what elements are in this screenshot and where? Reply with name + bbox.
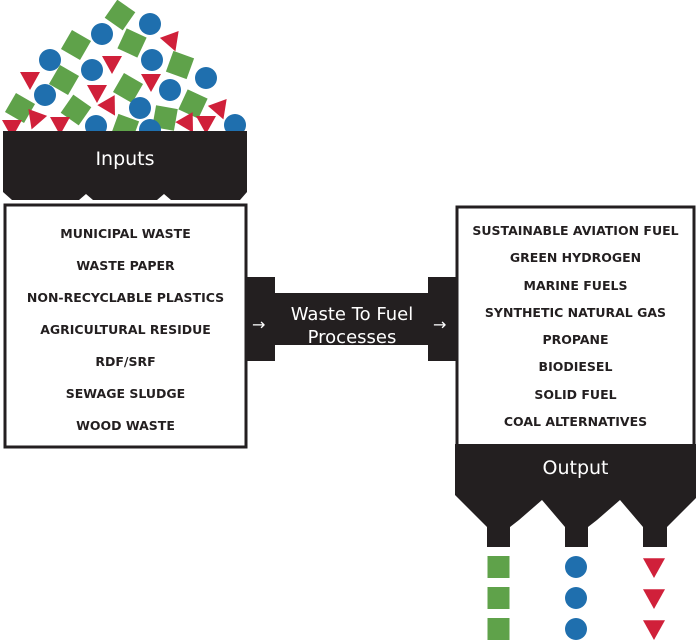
blue-circle-icon xyxy=(91,23,113,45)
red-triangle-icon xyxy=(102,56,122,74)
red-triangle-icon xyxy=(159,31,179,52)
blue-circle-icon xyxy=(39,49,61,71)
red-triangle-icon xyxy=(643,558,665,578)
blue-circle-icon xyxy=(81,59,103,81)
output-item: BIODIESEL xyxy=(538,359,613,375)
output-item: SUSTAINABLE AVIATION FUEL xyxy=(472,223,679,238)
output-item: PROPANE xyxy=(542,332,609,348)
red-triangle-icon xyxy=(643,620,665,640)
output-hopper xyxy=(455,444,696,547)
blue-circle-icon xyxy=(129,97,151,119)
input-item: SEWAGE SLUDGE xyxy=(65,386,186,401)
red-triangle-icon xyxy=(175,112,193,133)
arrow-right-icon: → xyxy=(252,315,266,334)
green-square-icon xyxy=(60,29,92,61)
inputs-title: Inputs xyxy=(95,148,155,170)
inputs-box xyxy=(3,203,248,449)
blue-circle-icon xyxy=(195,67,217,89)
output-item: COAL ALTERNATIVES xyxy=(503,414,648,430)
red-triangle-icon xyxy=(643,589,665,609)
red-triangle-icon xyxy=(207,99,227,120)
arrow-right-icon: → xyxy=(433,315,447,334)
output-item: SYNTHETIC NATURAL GAS xyxy=(484,304,667,320)
process-bar xyxy=(273,293,430,345)
red-triangle-icon xyxy=(97,95,115,116)
input-item: WOOD WASTE xyxy=(76,418,175,433)
red-triangle-icon xyxy=(20,72,40,90)
output-title: Output xyxy=(542,457,609,479)
red-triangle-icon xyxy=(141,74,161,92)
green-square-icon xyxy=(178,89,208,119)
green-square-icon xyxy=(487,556,510,578)
connector-flange-left xyxy=(245,277,275,361)
output-products xyxy=(487,556,665,640)
output-item: GREEN HYDROGEN xyxy=(509,250,642,266)
green-square-icon xyxy=(117,28,147,58)
blue-circle-icon xyxy=(141,49,163,71)
process-title: Waste To Fuel Processes xyxy=(290,304,414,348)
blue-circle-icon xyxy=(34,84,56,106)
outputs-box xyxy=(455,205,696,448)
input-hopper xyxy=(3,131,247,200)
green-square-icon xyxy=(4,92,36,124)
blue-circle-icon xyxy=(139,13,161,35)
blue-circle-icon xyxy=(224,114,246,136)
input-item: AGRICULTURAL RESIDUE xyxy=(40,322,211,337)
green-square-icon xyxy=(48,64,80,96)
connector-flange-right xyxy=(428,277,458,361)
output-item: MARINE FUELS xyxy=(523,277,628,293)
blue-circle-icon xyxy=(565,618,587,640)
input-item: RDF/SRF xyxy=(95,354,156,369)
green-square-icon xyxy=(487,618,510,640)
red-triangle-icon xyxy=(50,117,70,135)
red-triangle-icon xyxy=(87,85,107,103)
blue-circle-icon xyxy=(565,587,587,609)
red-triangle-icon xyxy=(196,116,216,134)
blue-circle-icon xyxy=(159,79,181,101)
green-square-icon xyxy=(487,587,510,609)
green-square-icon xyxy=(112,72,144,104)
green-square-icon xyxy=(104,0,136,31)
input-item: NON-RECYCLABLE PLASTICS xyxy=(26,290,225,305)
green-square-icon xyxy=(165,50,195,80)
outputs-list: SUSTAINABLE AVIATION FUEL GREEN HYDROGEN… xyxy=(457,217,694,435)
inputs-list: MUNICIPAL WASTE WASTE PAPER NON-RECYCLAB… xyxy=(5,218,246,442)
input-item: MUNICIPAL WASTE xyxy=(60,226,191,241)
output-item: SOLID FUEL xyxy=(534,386,617,402)
red-triangle-icon xyxy=(28,109,48,130)
input-material-pile xyxy=(2,0,246,143)
red-triangle-icon xyxy=(2,120,22,138)
blue-circle-icon xyxy=(565,556,587,578)
input-item: WASTE PAPER xyxy=(76,258,175,273)
